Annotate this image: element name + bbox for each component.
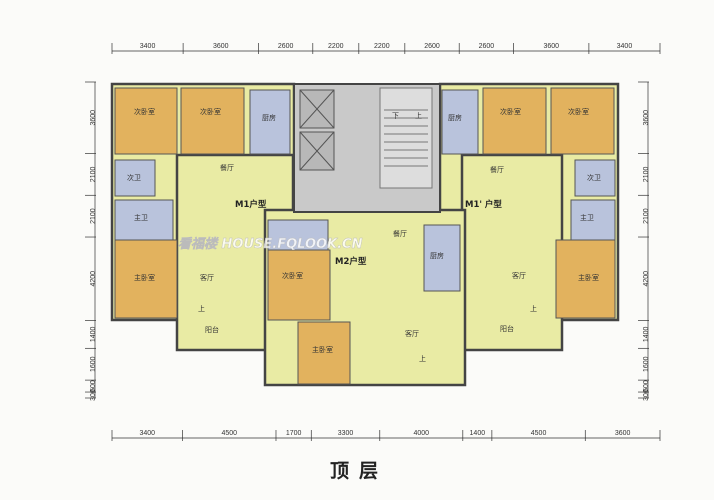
room-label: 阳台 bbox=[205, 325, 219, 334]
room-label: 次卫 bbox=[127, 173, 141, 182]
dimension-label: 1600 bbox=[90, 356, 97, 372]
dimension-label: 2600 bbox=[479, 43, 495, 50]
dimension-label: 3400 bbox=[617, 43, 633, 50]
dimension-label: 3600 bbox=[543, 43, 559, 50]
dimension-label: 3600 bbox=[615, 430, 631, 437]
room-label: 厨房 bbox=[262, 113, 276, 122]
dimension-label: 4200 bbox=[643, 271, 650, 287]
unit-label-m1: M1户型 bbox=[235, 199, 267, 210]
dimension-label: 4000 bbox=[413, 430, 429, 437]
dimension-label: 300 bbox=[90, 389, 97, 401]
stair-up-label: 上 bbox=[530, 304, 537, 313]
dimension-label: 4500 bbox=[221, 430, 237, 437]
room-label: 客厅 bbox=[405, 329, 419, 338]
dimension-label: 1400 bbox=[643, 327, 650, 343]
room-label: 客厅 bbox=[200, 273, 214, 282]
room-label: 阳台 bbox=[500, 324, 514, 333]
dimension-label: 2200 bbox=[328, 43, 344, 50]
dimension-label: 2600 bbox=[424, 43, 440, 50]
elevators bbox=[299, 89, 335, 171]
page-title: 顶层 bbox=[330, 460, 389, 482]
room-label: 次卧室 bbox=[568, 107, 589, 116]
dimension-label: 3600 bbox=[643, 110, 650, 126]
stair-up-label: 上 bbox=[419, 354, 426, 363]
room-label: 餐厅 bbox=[220, 163, 234, 172]
dimension-label: 600 bbox=[90, 380, 97, 392]
dimension-labels: 3400 3600 2600 2200 2200 2600 2600 3600 3400 3400… bbox=[85, 43, 661, 441]
dimension-label: 3300 bbox=[338, 430, 354, 437]
stair-up-label: 上 bbox=[415, 111, 422, 120]
dimension-lines bbox=[94, 50, 660, 439]
room-label: 厨房 bbox=[430, 251, 444, 260]
dimension-label: 2100 bbox=[90, 208, 97, 224]
room-label: 厨房 bbox=[448, 113, 462, 122]
dimension-label: 3600 bbox=[90, 110, 97, 126]
dimension-label: 2600 bbox=[278, 43, 294, 50]
dimension-label: 600 bbox=[643, 380, 650, 392]
room-label: 主卧室 bbox=[134, 273, 155, 282]
room-label: 次卧室 bbox=[200, 107, 221, 116]
dimension-label: 2100 bbox=[643, 167, 650, 183]
room-label: 主卧室 bbox=[578, 273, 599, 282]
dimension-label: 4200 bbox=[90, 271, 97, 287]
dimension-label: 1400 bbox=[470, 430, 486, 437]
dimension-label: 4500 bbox=[531, 430, 547, 437]
room-label: 次卧室 bbox=[282, 271, 303, 280]
room-label: 次卧室 bbox=[500, 107, 521, 116]
watermark: 看福楼 HOUSE.FQLOOK.CN bbox=[178, 236, 363, 252]
stair-up-label: 上 bbox=[198, 304, 205, 313]
dimension-label: 3400 bbox=[139, 430, 155, 437]
stair-down-label: 下 bbox=[392, 112, 399, 120]
dimension-label: 1600 bbox=[643, 356, 650, 372]
rooms bbox=[114, 87, 616, 385]
room-label: 餐厅 bbox=[393, 229, 407, 238]
stairs bbox=[379, 87, 433, 189]
unit-label-m1-prime: M1' 户型 bbox=[465, 199, 502, 210]
room-labels: 次卧室 次卧室 厨房 次卫 主卫 主卧室 餐厅 M1户型 客厅 阳台 上 厨房 … bbox=[127, 107, 601, 363]
room-label: 次卫 bbox=[587, 173, 601, 182]
dimension-label: 1400 bbox=[90, 327, 97, 343]
room-label: 次卧室 bbox=[134, 107, 155, 116]
room-label: 主卧室 bbox=[312, 345, 333, 354]
dimension-label: 2100 bbox=[90, 167, 97, 183]
room-label: 餐厅 bbox=[490, 165, 504, 174]
unit-label-m2: M2户型 bbox=[335, 256, 367, 267]
dimension-label: 300 bbox=[643, 389, 650, 401]
room-label: 客厅 bbox=[512, 271, 526, 280]
dimension-label: 2200 bbox=[374, 43, 390, 50]
room-label: 主卫 bbox=[134, 213, 148, 222]
dimension-label: 3600 bbox=[213, 43, 229, 50]
dimension-label: 3400 bbox=[140, 43, 156, 50]
dimension-label: 2100 bbox=[643, 208, 650, 224]
dimension-label: 1700 bbox=[286, 430, 302, 437]
room-label: 主卫 bbox=[580, 213, 594, 222]
